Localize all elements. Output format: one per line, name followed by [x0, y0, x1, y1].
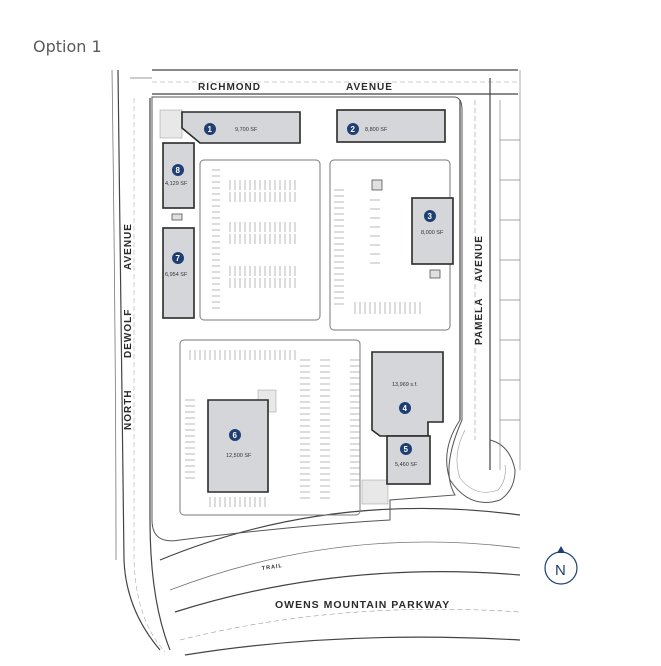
trail-label: TRAIL: [261, 563, 283, 572]
badge-5: [400, 443, 412, 455]
building-6: 6 12,500 SF: [207, 399, 269, 493]
svg-text:5,460 SF: 5,460 SF: [395, 462, 418, 468]
utility-box-2: [429, 269, 441, 279]
north-arrow-icon: N: [544, 546, 578, 585]
svg-text:12,500 SF: 12,500 SF: [226, 453, 252, 459]
plaza-area-1: [159, 109, 183, 139]
parking-lot-south: [179, 339, 361, 516]
building-3: 3 8,000 SF: [411, 197, 454, 265]
site-boundary: [151, 96, 463, 542]
badge-8: [172, 164, 184, 176]
dewolf-avenue-label: AVENUE: [123, 223, 134, 270]
svg-text:5: 5: [404, 445, 409, 454]
building-2: 2 8,800 SF: [336, 109, 446, 143]
building-1: 1 9,700 SF: [181, 111, 301, 144]
svg-text:13,969 s.f.: 13,969 s.f.: [392, 382, 418, 388]
dewolf-avenue-road: [111, 69, 171, 653]
page-title: Option 1: [33, 37, 102, 56]
adjacent-lots: [499, 70, 521, 470]
badge-6: [229, 429, 241, 441]
richmond-label: RICHMOND: [198, 82, 261, 93]
owens-parkway-label: OWENS MOUNTAIN PARKWAY: [275, 599, 450, 611]
svg-text:1: 1: [208, 125, 213, 134]
pamela-avenue-label: AVENUE: [474, 235, 485, 282]
parking-stalls-south: [185, 350, 360, 507]
badge-3: [424, 210, 436, 222]
parking-stalls-ne: [334, 189, 421, 314]
trash-enclosure: [171, 213, 183, 221]
svg-text:8: 8: [176, 166, 181, 175]
svg-text:6: 6: [233, 431, 238, 440]
owens-mountain-parkway-road: [159, 507, 521, 656]
plaza-area-5: [361, 479, 389, 505]
richmond-avenue-road: [130, 69, 518, 95]
pamela-label: PAMELA: [474, 298, 485, 345]
north-arrow-label: N: [555, 562, 566, 579]
svg-text:2: 2: [351, 125, 356, 134]
building-4: 4 13,969 s.f.: [371, 351, 444, 437]
svg-text:9,700 SF: 9,700 SF: [235, 127, 258, 133]
dewolf-label: DEWOLF: [123, 309, 134, 358]
building-5: 5 5,460 SF: [386, 435, 431, 485]
building-8: 8 4,129 SF: [162, 142, 195, 209]
parking-stalls-nw: [212, 169, 296, 309]
svg-text:4,129 SF: 4,129 SF: [165, 181, 188, 187]
badge-2: [347, 123, 359, 135]
svg-text:8,800 SF: 8,800 SF: [365, 127, 388, 133]
svg-text:3: 3: [428, 212, 433, 221]
svg-text:6,954 SF: 6,954 SF: [165, 272, 188, 278]
north-label: NORTH: [123, 389, 134, 430]
utility-box: [371, 179, 383, 191]
richmond-avenue-label: AVENUE: [346, 82, 393, 93]
pamela-avenue-road: [446, 78, 516, 503]
badge-1: [204, 123, 216, 135]
building-7: 7 6,954 SF: [162, 227, 195, 319]
svg-text:7: 7: [176, 254, 181, 263]
badge-4: [399, 402, 411, 414]
svg-text:4: 4: [403, 404, 408, 413]
badge-7: [172, 252, 184, 264]
svg-text:8,000 SF: 8,000 SF: [421, 230, 444, 236]
parking-lot-north-west: [199, 159, 321, 321]
